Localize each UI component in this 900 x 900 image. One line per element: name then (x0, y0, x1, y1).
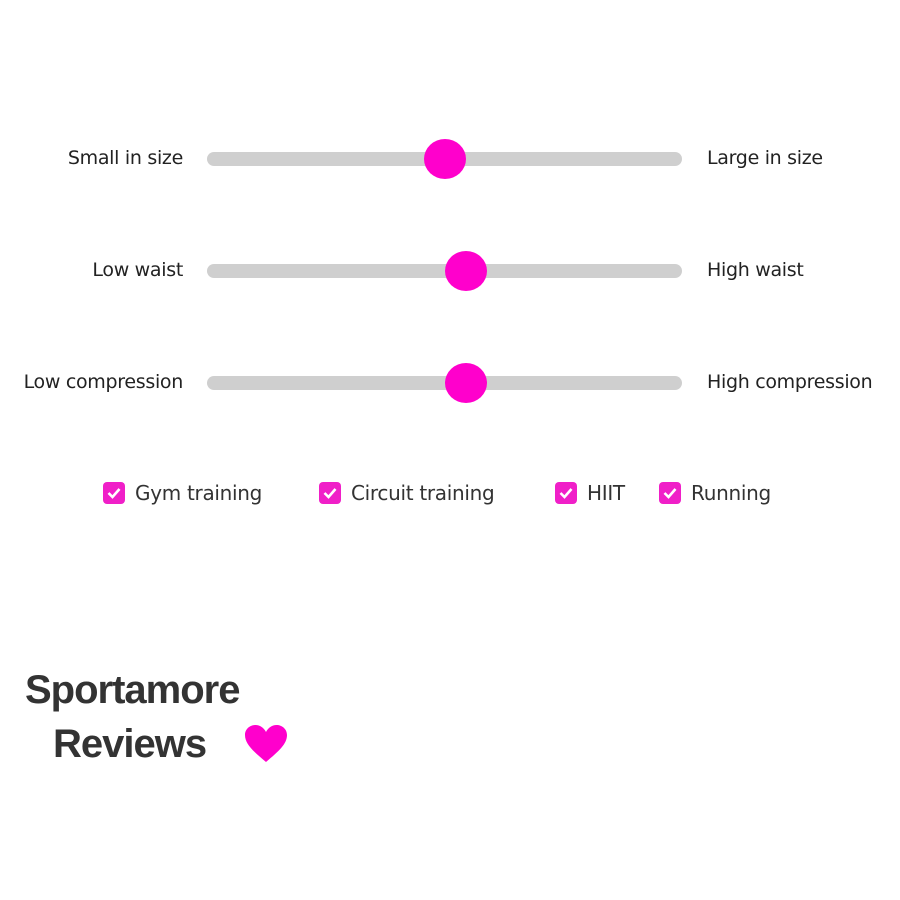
slider-right-label: Large in size (707, 147, 823, 169)
checkbox-label: Running (691, 481, 771, 505)
heart-icon (243, 724, 289, 768)
checkbox-running[interactable]: Running (659, 481, 771, 505)
slider-row-waist: Low waist High waist (0, 251, 900, 291)
slider-right-label: High waist (707, 259, 804, 281)
compression-slider[interactable] (207, 363, 682, 403)
checkbox-label: HIIT (587, 481, 625, 505)
slider-thumb[interactable] (444, 251, 487, 291)
slider-row-compression: Low compression High compression (0, 363, 900, 403)
checkbox-circuit-training[interactable]: Circuit training (319, 481, 495, 505)
checkmark-icon[interactable] (103, 482, 125, 504)
logo-text-line1: Sportamore (25, 668, 240, 712)
slider-left-label: Low waist (92, 259, 183, 281)
logo-text-line2: Reviews (53, 722, 207, 766)
slider-left-label: Small in size (67, 147, 183, 169)
activity-checkboxes: Gym training Circuit training HIIT Runni… (0, 481, 900, 507)
checkbox-gym-training[interactable]: Gym training (103, 481, 262, 505)
waist-slider[interactable] (207, 251, 682, 291)
slider-thumb[interactable] (423, 139, 466, 179)
slider-row-size: Small in size Large in size (0, 139, 900, 179)
checkmark-icon[interactable] (555, 482, 577, 504)
slider-left-label: Low compression (23, 371, 184, 393)
checkmark-icon[interactable] (659, 482, 681, 504)
checkbox-hiit[interactable]: HIIT (555, 481, 625, 505)
checkmark-icon[interactable] (319, 482, 341, 504)
checkbox-label: Gym training (135, 481, 263, 505)
slider-right-label: High compression (707, 371, 873, 393)
size-slider[interactable] (207, 139, 682, 179)
slider-thumb[interactable] (444, 363, 487, 403)
checkbox-label: Circuit training (351, 481, 495, 505)
